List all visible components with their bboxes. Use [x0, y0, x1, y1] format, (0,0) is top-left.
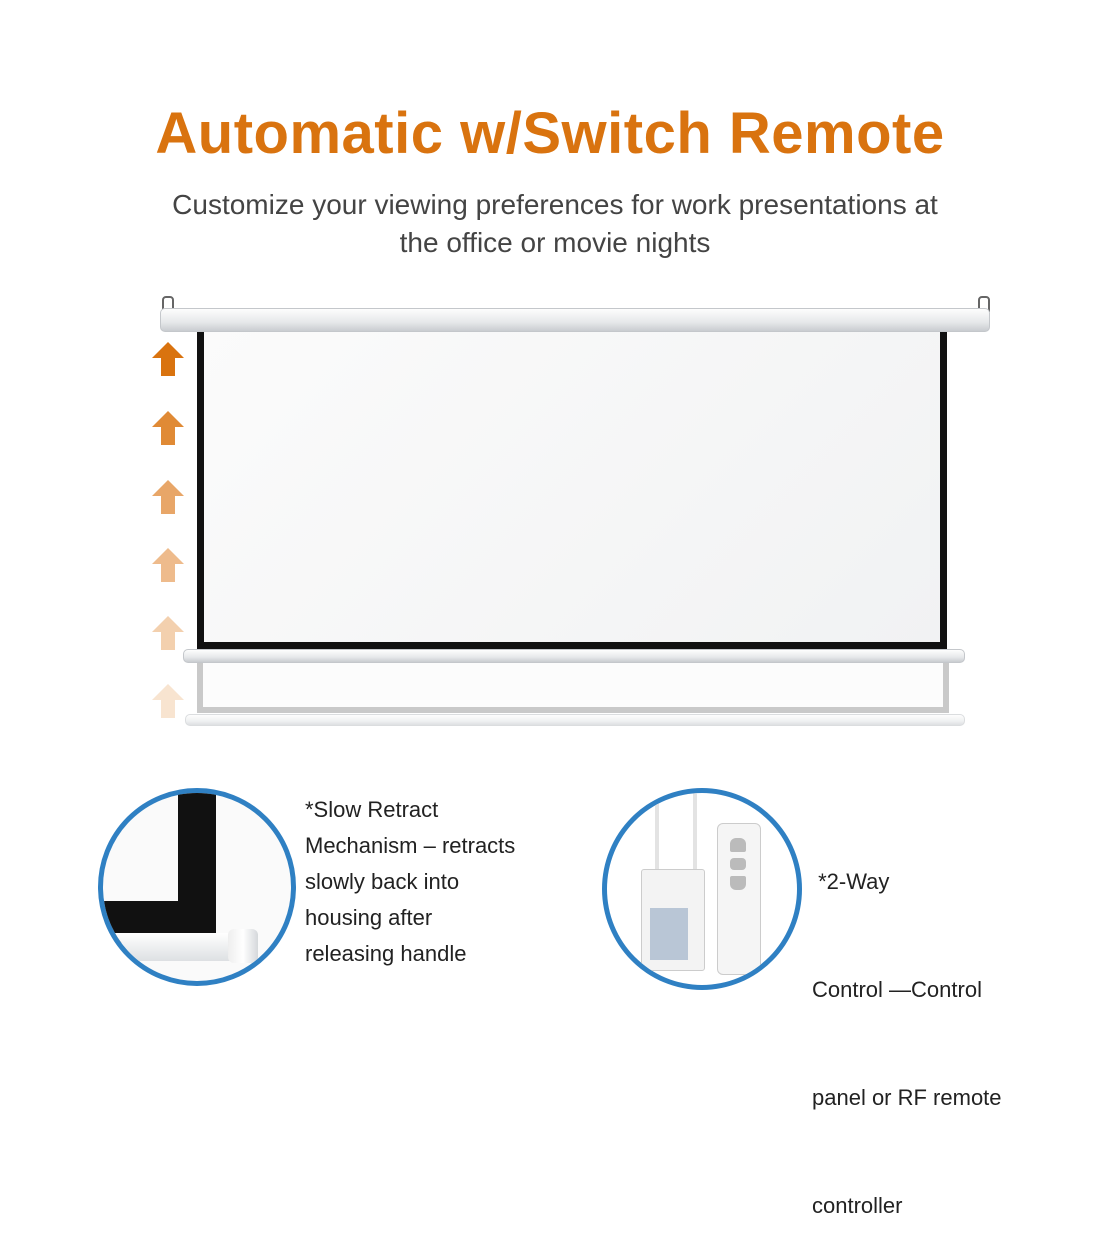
arrow-up-icon — [152, 342, 184, 376]
subtitle: Customize your viewing preferences for w… — [100, 186, 1010, 262]
rod-end-cap — [228, 929, 258, 963]
projector-screen-image — [160, 296, 990, 726]
screen-housing — [160, 308, 990, 332]
feature-text-line: Control —Control — [812, 977, 982, 1002]
subtitle-line: Customize your viewing preferences for w… — [172, 189, 938, 220]
screen-corner-image — [98, 788, 296, 986]
feature-text-line: panel or RF remote — [812, 1085, 1002, 1110]
up-button-icon — [730, 838, 746, 852]
screen-surface — [197, 330, 947, 649]
screen-bottom-bar — [183, 649, 965, 663]
arrow-up-icon — [152, 480, 184, 514]
rf-remote — [717, 823, 761, 975]
arrow-up-icons — [152, 342, 184, 718]
adhesive-pad — [650, 908, 688, 960]
page-title: Automatic w/Switch Remote — [155, 101, 945, 166]
remote-control-image — [602, 788, 802, 990]
stop-button-icon — [730, 858, 746, 870]
control-panel — [641, 869, 705, 971]
arrow-up-icon — [152, 548, 184, 582]
feature-slow-retract: *Slow Retract Mechanism – retracts slowl… — [305, 792, 515, 972]
subtitle-line: the office or movie nights — [399, 227, 711, 258]
feature-text-line: releasing handle — [305, 941, 467, 966]
arrow-up-icon — [152, 411, 184, 445]
cable — [655, 793, 659, 873]
arrow-up-icon — [152, 616, 184, 650]
ghost-bottom-bar — [185, 714, 965, 726]
down-button-icon — [730, 876, 746, 890]
feature-text-line: *2-Way — [812, 869, 890, 894]
cable — [693, 793, 697, 873]
feature-text-line: controller — [812, 1193, 903, 1218]
feature-text-line: *Slow Retract — [305, 797, 439, 822]
feature-text-line: slowly back into — [305, 869, 460, 894]
feature-text-line: Mechanism – retracts — [305, 833, 516, 858]
arrow-up-icon — [152, 684, 184, 718]
feature-text-line: housing after — [305, 905, 433, 930]
ghost-frame — [197, 655, 949, 713]
feature-2-way-control: *2-Way Control —Control panel or RF remo… — [812, 792, 1002, 1260]
